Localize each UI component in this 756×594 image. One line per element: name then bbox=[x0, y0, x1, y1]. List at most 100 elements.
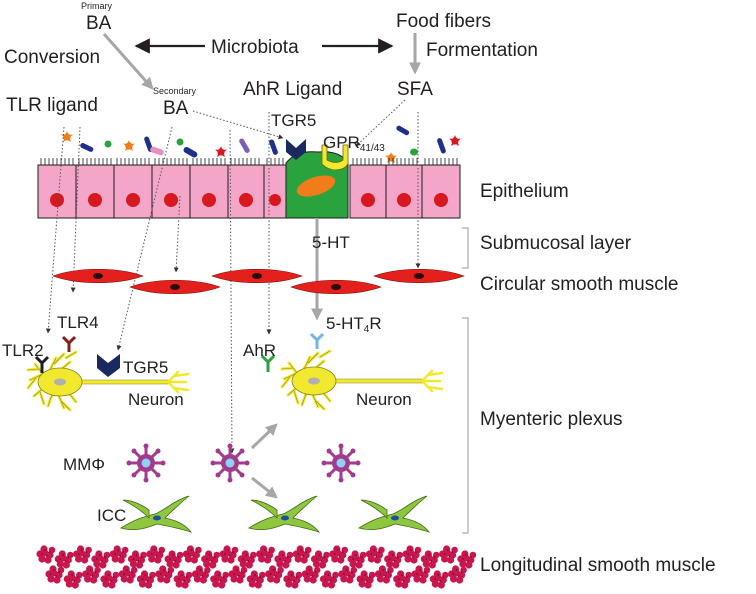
epithelial-cell bbox=[37, 158, 77, 219]
secondary-ba-label: BA bbox=[163, 98, 189, 119]
epithelial-cell bbox=[151, 158, 191, 219]
bacterium-icon bbox=[269, 139, 278, 155]
bacterium-icon bbox=[215, 146, 227, 157]
longitudinal-muscle-cell bbox=[100, 570, 120, 589]
longitudinal-muscle-cell bbox=[91, 550, 111, 569]
longitudinal-muscle-cell bbox=[127, 550, 147, 569]
longitudinal-muscle-cell bbox=[146, 545, 166, 564]
longitudinal-muscle-cell bbox=[237, 550, 257, 569]
gpr-label: GPR41/43 bbox=[323, 133, 385, 154]
longitudinal-muscle-cell bbox=[182, 545, 202, 564]
epithelial-cell bbox=[113, 158, 153, 219]
longitudinal-muscle-cell bbox=[347, 550, 367, 569]
muscle-cell bbox=[290, 279, 382, 295]
layer-epithelium-label: Epithelium bbox=[480, 181, 569, 202]
longitudinal-muscle-cell bbox=[118, 565, 138, 584]
layer-submucosal-label: Submucosal layer bbox=[480, 233, 632, 254]
macrophage-icon bbox=[209, 442, 251, 484]
serotonin-label: 5-HT bbox=[312, 233, 350, 252]
cell-nucleus bbox=[269, 194, 281, 206]
bacterium-icon bbox=[449, 135, 461, 146]
longitudinal-muscle-cell bbox=[155, 565, 175, 584]
bacterium-icon bbox=[150, 146, 164, 156]
longitudinal-muscle-cell bbox=[256, 545, 275, 564]
bacterium-icon bbox=[396, 125, 410, 136]
longitudinal-muscle-cell bbox=[420, 550, 440, 569]
tgr5-receptor-icon bbox=[286, 139, 306, 160]
formentation-label: Formentation bbox=[426, 40, 538, 61]
longitudinal-muscle-cell bbox=[356, 570, 376, 589]
longitudinal-muscle-cell bbox=[310, 550, 330, 569]
cell-nucleus bbox=[361, 193, 375, 207]
bacteria-group bbox=[61, 125, 461, 163]
mmphi-label: MMΦ bbox=[63, 455, 105, 474]
longitudinal-muscle-cell bbox=[448, 565, 467, 584]
bacterium-icon bbox=[239, 138, 250, 154]
epithelial-cell bbox=[263, 158, 287, 219]
longitudinal-muscle-cell bbox=[82, 565, 101, 584]
tgr5-epithelium-label: TGR5 bbox=[271, 111, 316, 130]
secondary-label: Secondary bbox=[153, 86, 197, 96]
cell-nucleus bbox=[126, 193, 140, 207]
neuron-right-label: Neuron bbox=[356, 390, 412, 409]
bacterium-icon bbox=[183, 147, 198, 158]
ba-to-tgr5-arrow bbox=[192, 110, 284, 140]
ht4r-receptor-icon bbox=[309, 332, 325, 349]
icc-label: ICC bbox=[97, 506, 126, 525]
bacterium-icon bbox=[80, 143, 94, 152]
cell-nucleus bbox=[50, 193, 64, 207]
longitudinal-muscle-cell bbox=[73, 545, 92, 564]
longitudinal-muscle-cell bbox=[173, 570, 193, 589]
myenteric-brace bbox=[462, 317, 469, 534]
conversion-label: Conversion bbox=[4, 47, 100, 68]
epithelial-cell bbox=[227, 158, 265, 219]
epithelial-cell bbox=[421, 158, 461, 219]
longitudinal-muscle-cell bbox=[374, 565, 394, 584]
longitudinal-muscle-cell bbox=[228, 565, 248, 584]
icc-icon bbox=[120, 495, 192, 533]
primary-label: Primary bbox=[81, 1, 112, 11]
longitudinal-muscle-cell bbox=[54, 550, 74, 569]
cell-nucleus bbox=[88, 193, 102, 207]
macrophage-icon bbox=[125, 442, 167, 484]
microbiota-label: Microbiota bbox=[211, 37, 299, 58]
layer-circular-label: Circular smooth muscle bbox=[480, 274, 679, 295]
macrophage-to-icc-arrow bbox=[251, 476, 278, 499]
longitudinal-muscle-cell bbox=[393, 570, 412, 589]
bacterium-icon bbox=[437, 138, 446, 154]
muscle-cell bbox=[373, 268, 465, 284]
food-fibers-label: Food fibers bbox=[396, 11, 491, 32]
longitudinal-muscle-cell bbox=[301, 565, 321, 584]
epithelium-layer bbox=[37, 139, 461, 219]
tlr2-label: TLR2 bbox=[2, 341, 44, 360]
tlr2-receptor-icon bbox=[34, 355, 50, 373]
bacterium-icon bbox=[176, 138, 184, 146]
muscle-cell bbox=[52, 268, 144, 284]
longitudinal-muscle-cell bbox=[274, 550, 294, 569]
epithelial-cell bbox=[385, 158, 423, 219]
layer-myenteric-label: Myenteric plexus bbox=[480, 409, 623, 430]
ligand-signal-lines bbox=[45, 112, 421, 454]
longitudinal-muscle-cell bbox=[429, 570, 449, 589]
longitudinal-muscle-cell bbox=[63, 570, 83, 589]
longitudinal-muscle-cell bbox=[283, 570, 303, 589]
bacterium-icon bbox=[123, 140, 135, 151]
ahr-receptor-icon bbox=[260, 354, 276, 372]
muscle-cell bbox=[211, 268, 303, 284]
epithelial-cell bbox=[75, 158, 115, 219]
longitudinal-muscle-cell bbox=[191, 565, 211, 584]
epithelial-cell bbox=[189, 158, 229, 219]
longitudinal-muscle-cell bbox=[365, 545, 385, 564]
longitudinal-muscle-cell bbox=[45, 565, 65, 584]
longitudinal-muscle-cell bbox=[109, 545, 129, 564]
longitudinal-muscle-layer bbox=[36, 545, 477, 589]
icc-icon bbox=[248, 495, 320, 533]
sfa-to-gpr-arrow bbox=[355, 99, 406, 147]
cell-nucleus bbox=[202, 193, 216, 207]
primary-ba-label: BA bbox=[86, 13, 112, 34]
longitudinal-muscle-cell bbox=[201, 550, 220, 569]
longitudinal-muscle-cell bbox=[457, 550, 477, 569]
epithelial-cell bbox=[349, 158, 387, 219]
longitudinal-muscle-cell bbox=[292, 545, 312, 564]
